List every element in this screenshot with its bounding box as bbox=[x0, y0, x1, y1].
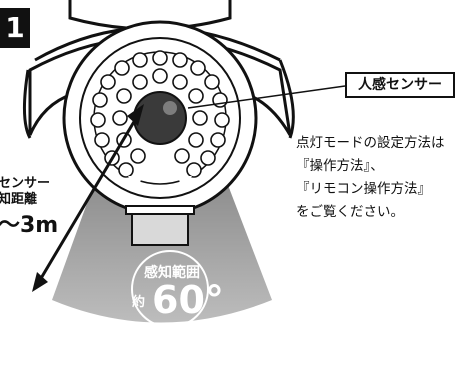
angle-badge bbox=[131, 250, 209, 328]
instructions-line1: 点灯モードの設定方法は bbox=[296, 135, 445, 151]
sensor-lens bbox=[133, 91, 187, 145]
instructions: 点灯モードの設定方法は 『操作方法』、 『リモコン操作方法』 をご覧ください。 bbox=[296, 132, 445, 224]
instructions-line2: 『操作方法』、 bbox=[296, 158, 384, 174]
step-badge: 1 bbox=[0, 8, 30, 48]
camera-mount bbox=[131, 209, 189, 246]
detection-angle-title: 感知範囲 bbox=[144, 265, 200, 281]
range-distance: 〜3m bbox=[0, 213, 59, 238]
detection-angle-approx: 約 bbox=[132, 295, 146, 310]
callout-line bbox=[187, 85, 346, 109]
range-arrow bbox=[38, 114, 140, 281]
instructions-line3: 『リモコン操作方法』 bbox=[296, 181, 431, 197]
range-label-line1: センサー bbox=[0, 176, 51, 191]
range-label-line2: 知距離 bbox=[0, 192, 38, 207]
sensor-label: 人感センサー bbox=[345, 72, 455, 98]
detection-angle-value: 60° bbox=[152, 278, 224, 322]
instructions-line4: をご覧ください。 bbox=[296, 204, 404, 220]
